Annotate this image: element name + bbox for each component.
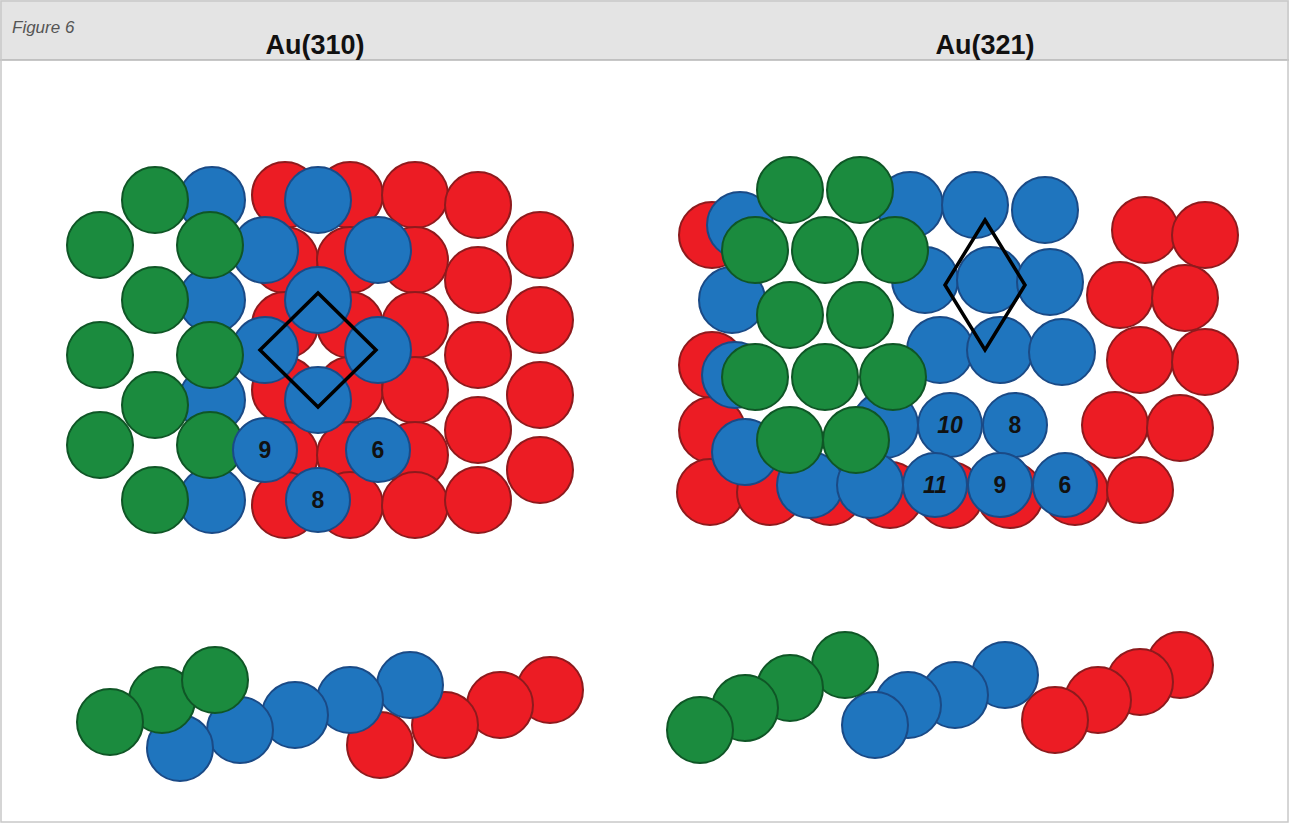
red-atom (445, 322, 511, 388)
green-atom (827, 157, 893, 223)
red-atom (1147, 395, 1213, 461)
green-atom (122, 167, 188, 233)
numbered-atom: 8 (982, 392, 1048, 458)
unit-cell (260, 293, 376, 407)
surface-title: Au(321) (935, 30, 1034, 61)
blue-atom (942, 172, 1008, 238)
green-atom (177, 322, 243, 388)
green-atom (122, 372, 188, 438)
blue-atom (1029, 319, 1095, 385)
unit-cell (945, 220, 1025, 350)
green-atom (757, 157, 823, 223)
callout-number: 8 (1009, 412, 1022, 439)
green-atom (792, 344, 858, 410)
green-atom (827, 282, 893, 348)
red-atom (507, 362, 573, 428)
side-view-321 (842, 692, 908, 758)
green-atoms (722, 157, 928, 473)
blue-atom (983, 393, 1047, 457)
header-bar (0, 0, 1289, 60)
blue-atom (285, 367, 351, 433)
side-view-310 (182, 647, 248, 713)
red-atom (1082, 392, 1148, 458)
numbered-atom: 11 (902, 452, 968, 518)
blue-atom (918, 393, 982, 457)
green-atom (792, 217, 858, 283)
blue-atom (1017, 249, 1083, 315)
green-atom (122, 467, 188, 533)
numbered-atom: 10 (917, 392, 983, 458)
green-atom (67, 322, 133, 388)
callout-number: 6 (1059, 472, 1072, 499)
numbered-atom: 9 (232, 417, 298, 483)
side-view-310 (377, 652, 443, 718)
blue-atom (903, 453, 967, 517)
green-atom (67, 412, 133, 478)
red-atom (445, 172, 511, 238)
blue-atom (345, 217, 411, 283)
callout-number: 6 (372, 437, 385, 464)
figure-title: Figure 6 (12, 18, 74, 38)
blue-atom (285, 167, 351, 233)
red-atom (445, 397, 511, 463)
red-atom (1087, 262, 1153, 328)
surface-title: Au(310) (265, 30, 364, 61)
side-view-310 (77, 647, 583, 781)
blue-atom (1033, 453, 1097, 517)
side-view-321 (1022, 687, 1088, 753)
green-atom (122, 267, 188, 333)
callout-number: 10 (937, 412, 963, 439)
green-atom (757, 407, 823, 473)
callout-number: 11 (923, 472, 947, 499)
header-rule (0, 59, 1289, 61)
green-atom (860, 344, 926, 410)
red-atom (1172, 202, 1238, 268)
red-atom (1152, 265, 1218, 331)
blue-atom (346, 418, 410, 482)
numbered-atom: 6 (345, 417, 411, 483)
blue-atom (1012, 177, 1078, 243)
blue-atom (286, 468, 350, 532)
red-atom (1172, 329, 1238, 395)
red-atoms (677, 197, 1238, 528)
red-atom (507, 212, 573, 278)
green-atom (757, 282, 823, 348)
side-view-321 (667, 697, 733, 763)
red-atom (382, 472, 448, 538)
callout-number: 9 (994, 472, 1007, 499)
green-atom (722, 344, 788, 410)
red-atom (445, 467, 511, 533)
green-atom (177, 212, 243, 278)
side-view-321 (667, 632, 1213, 763)
blue-atom (968, 453, 1032, 517)
blue-atoms (699, 172, 1095, 518)
red-atom (1107, 327, 1173, 393)
callout-number: 8 (312, 487, 325, 514)
red-atom (1112, 197, 1178, 263)
side-view-310 (77, 689, 143, 755)
red-atom (1107, 457, 1173, 523)
numbered-atom: 6 (1032, 452, 1098, 518)
green-atom (722, 217, 788, 283)
green-atom (862, 217, 928, 283)
callout-number: 9 (259, 437, 272, 464)
green-atoms (67, 167, 243, 533)
red-atom (507, 437, 573, 503)
green-atom (823, 407, 889, 473)
blue-atom (285, 267, 351, 333)
numbered-atom: 8 (285, 467, 351, 533)
green-atom (67, 212, 133, 278)
blue-atom (233, 418, 297, 482)
red-atom (507, 287, 573, 353)
red-atom (445, 247, 511, 313)
numbered-atom: 9 (967, 452, 1033, 518)
red-atoms (252, 162, 573, 538)
red-atom (382, 162, 448, 228)
